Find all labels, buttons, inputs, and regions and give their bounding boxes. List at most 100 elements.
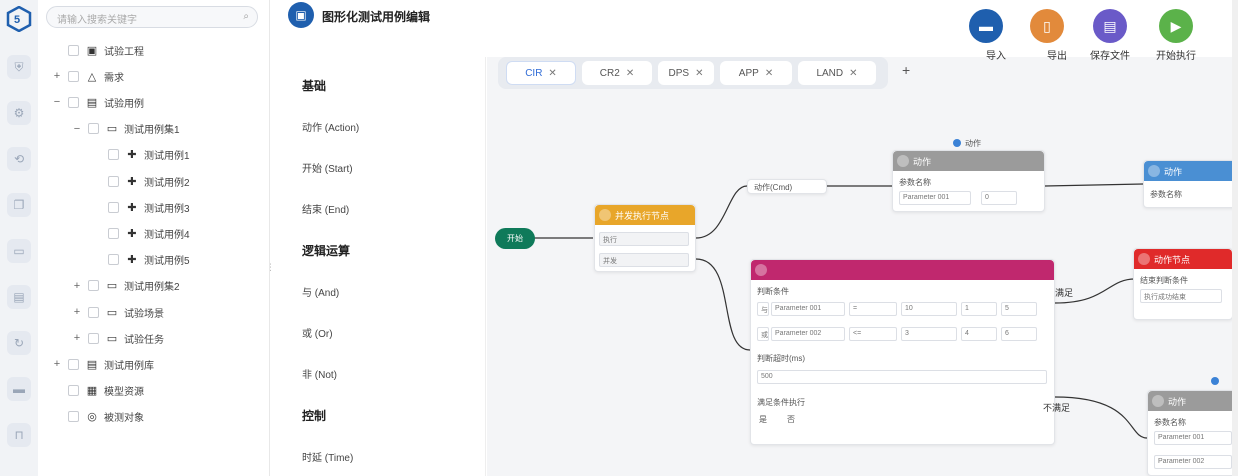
node-row[interactable]: 并发: [599, 253, 689, 267]
close-icon[interactable]: ✕: [548, 67, 557, 79]
doc-rail-button[interactable]: ▤: [7, 285, 31, 309]
condition-field[interactable]: <=: [849, 327, 897, 341]
end-condition-select[interactable]: 执行成功结束: [1140, 289, 1222, 303]
radio-yes[interactable]: 是: [759, 415, 767, 424]
search-icon[interactable]: ⌕: [243, 11, 249, 22]
close-icon[interactable]: ✕: [625, 67, 635, 79]
add-tab-button[interactable]: +: [902, 62, 911, 78]
tree-checkbox[interactable]: [88, 306, 99, 318]
condition-field[interactable]: 与: [757, 302, 769, 316]
close-icon[interactable]: ✕: [849, 67, 858, 79]
expand-toggle-icon[interactable]: +: [53, 358, 61, 371]
close-icon[interactable]: ✕: [695, 67, 704, 79]
condition-field[interactable]: 10: [901, 302, 957, 316]
bookmark-rail-button[interactable]: ⊓: [7, 423, 31, 447]
tree-item[interactable]: ✚测试用例1: [92, 146, 190, 164]
tree-item[interactable]: ▣试验工程: [52, 41, 144, 59]
tree-checkbox[interactable]: [108, 227, 119, 239]
palette-item[interactable]: 非 (Not): [302, 370, 337, 381]
tree-item[interactable]: +▤测试用例库: [52, 355, 154, 373]
tree-checkbox[interactable]: [68, 70, 79, 82]
condition-field[interactable]: Parameter 001: [771, 302, 845, 316]
tree-item[interactable]: ✚测试用例3: [92, 198, 190, 216]
vertical-scrollbar[interactable]: [1232, 0, 1238, 476]
panel-resize-handle[interactable]: ⋮: [266, 262, 275, 272]
tab-cir[interactable]: CIR✕: [506, 61, 576, 85]
tree-checkbox[interactable]: [68, 96, 79, 108]
expand-toggle-icon[interactable]: −: [73, 122, 81, 135]
tree-checkbox[interactable]: [108, 175, 119, 187]
condition-field[interactable]: 4: [961, 327, 997, 341]
tree-item[interactable]: ◎被测对象: [52, 408, 144, 426]
palette-item[interactable]: 或 (Or): [302, 329, 333, 340]
end-action-node[interactable]: 动作节点结束判断条件执行成功结束: [1133, 248, 1232, 320]
tree-item[interactable]: +▭测试用例集2: [72, 277, 180, 295]
action-node-2[interactable]: 动作参数名称: [1143, 160, 1232, 208]
param-select[interactable]: Parameter 002: [1154, 455, 1232, 469]
palette-item[interactable]: 开始 (Start): [302, 164, 353, 175]
export-button[interactable]: ▯导出: [1027, 9, 1067, 62]
parallel-node[interactable]: 并发执行节点执行并发: [594, 204, 696, 272]
close-icon[interactable]: ✕: [764, 67, 774, 79]
tree-checkbox[interactable]: [108, 254, 119, 266]
tree-checkbox[interactable]: [108, 201, 119, 213]
tree-item[interactable]: −▤试验用例: [52, 93, 144, 111]
refresh-rail-button[interactable]: ↻: [7, 331, 31, 355]
monitor-rail-button[interactable]: ▭: [7, 239, 31, 263]
tree-item[interactable]: −▭测试用例集1: [72, 120, 180, 138]
palette-item[interactable]: 结束 (End): [302, 205, 350, 216]
condition-field[interactable]: 5: [1001, 302, 1037, 316]
palette-item[interactable]: 动作 (Action): [302, 123, 360, 134]
value-input[interactable]: 0: [981, 191, 1017, 205]
tree-checkbox[interactable]: [68, 411, 79, 423]
expand-toggle-icon[interactable]: −: [53, 96, 61, 109]
tree-item[interactable]: ✚测试用例4: [92, 224, 190, 242]
node-row[interactable]: 执行: [599, 232, 689, 246]
gear-rail-button[interactable]: ⚙: [7, 101, 31, 125]
tree-item[interactable]: ✚测试用例5: [92, 251, 190, 269]
start-node[interactable]: 开始: [495, 228, 535, 249]
tree-item[interactable]: +△需求: [52, 67, 124, 85]
tree-checkbox[interactable]: [88, 280, 99, 292]
tab-land[interactable]: LAND✕: [798, 61, 876, 85]
chat-rail-button[interactable]: ▬: [7, 377, 31, 401]
tree-checkbox[interactable]: [68, 358, 79, 370]
search-input[interactable]: 请输入搜索关键字⌕: [46, 6, 258, 28]
tab-cr2[interactable]: CR2✕: [582, 61, 652, 85]
expand-toggle-icon[interactable]: +: [73, 332, 81, 345]
condition-field[interactable]: 3: [901, 327, 957, 341]
layers-rail-button[interactable]: ❐: [7, 193, 31, 217]
radio-no[interactable]: 否: [787, 415, 795, 424]
tree-checkbox[interactable]: [88, 123, 99, 135]
tree-checkbox[interactable]: [68, 385, 79, 397]
save-button[interactable]: ▤保存文件: [1090, 9, 1130, 62]
tree-item[interactable]: +▭试验任务: [72, 329, 164, 347]
condition-field[interactable]: 或: [757, 327, 769, 341]
run-button[interactable]: ▶开始执行: [1156, 9, 1196, 62]
condition-field[interactable]: Parameter 002: [771, 327, 845, 341]
palette-item[interactable]: 时延 (Time): [302, 453, 354, 464]
tree-checkbox[interactable]: [108, 149, 119, 161]
expand-toggle-icon[interactable]: +: [73, 279, 81, 292]
tab-dps[interactable]: DPS✕: [658, 61, 714, 85]
tree-item[interactable]: +▭试验场景: [72, 303, 164, 321]
tree-item[interactable]: ✚测试用例2: [92, 172, 190, 190]
flow-rail-button[interactable]: ⟲: [7, 147, 31, 171]
palette-item[interactable]: 与 (And): [302, 288, 340, 299]
condition-field[interactable]: =: [849, 302, 897, 316]
condition-field[interactable]: 1: [961, 302, 997, 316]
action-cmd-node[interactable]: 动作(Cmd): [747, 179, 827, 194]
condition-field[interactable]: 6: [1001, 327, 1037, 341]
tree-checkbox[interactable]: [68, 44, 79, 56]
expand-toggle-icon[interactable]: +: [73, 306, 81, 318]
tab-app[interactable]: APP✕: [720, 61, 792, 85]
tree-item[interactable]: ▦模型资源: [52, 382, 144, 400]
tree-checkbox[interactable]: [88, 332, 99, 344]
param-select[interactable]: Parameter 001: [899, 191, 971, 205]
folder-button[interactable]: ▬导入: [966, 9, 1006, 62]
timeout-input[interactable]: 500: [757, 370, 1047, 384]
shield-rail-button[interactable]: ⛨: [7, 55, 31, 79]
